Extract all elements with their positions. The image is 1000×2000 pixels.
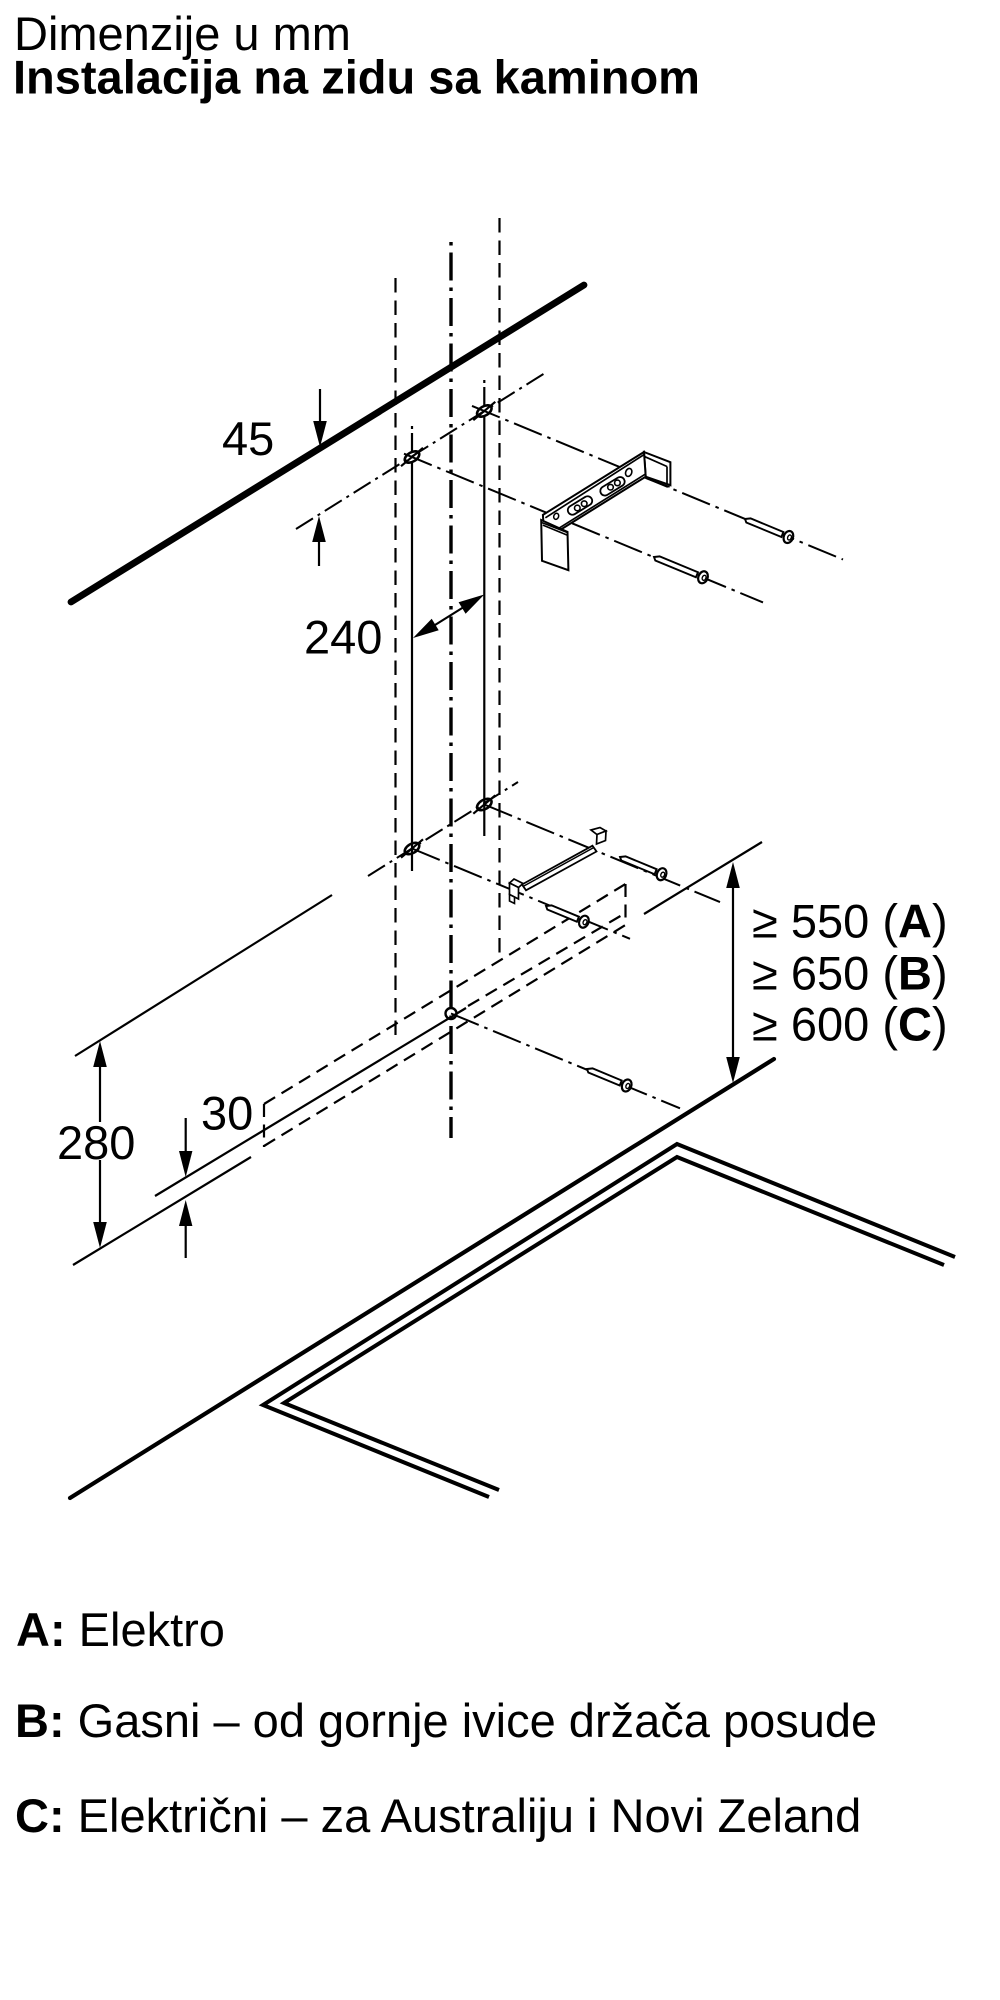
svg-text:C: Električni – za Australiju: C: Električni – za Australiju i Novi Zel… xyxy=(15,1789,861,1842)
svg-text:280: 280 xyxy=(57,1116,135,1169)
svg-text:240: 240 xyxy=(304,611,382,664)
svg-text:A: Elektro: A: Elektro xyxy=(16,1603,225,1656)
svg-text:B: Gasni – od gornje ivice drž: B: Gasni – od gornje ivice držača posude xyxy=(15,1694,877,1747)
svg-text:≥ 600 (C): ≥ 600 (C) xyxy=(752,998,948,1051)
svg-text:30: 30 xyxy=(201,1087,253,1140)
svg-text:45: 45 xyxy=(222,412,274,465)
svg-text:Dimenzije u mm: Dimenzije u mm xyxy=(14,7,351,60)
svg-text:≥ 650 (B): ≥ 650 (B) xyxy=(752,947,948,1000)
svg-text:Instalacija na zidu sa kaminom: Instalacija na zidu sa kaminom xyxy=(13,51,700,104)
svg-text:≥ 550 (A): ≥ 550 (A) xyxy=(752,895,948,948)
